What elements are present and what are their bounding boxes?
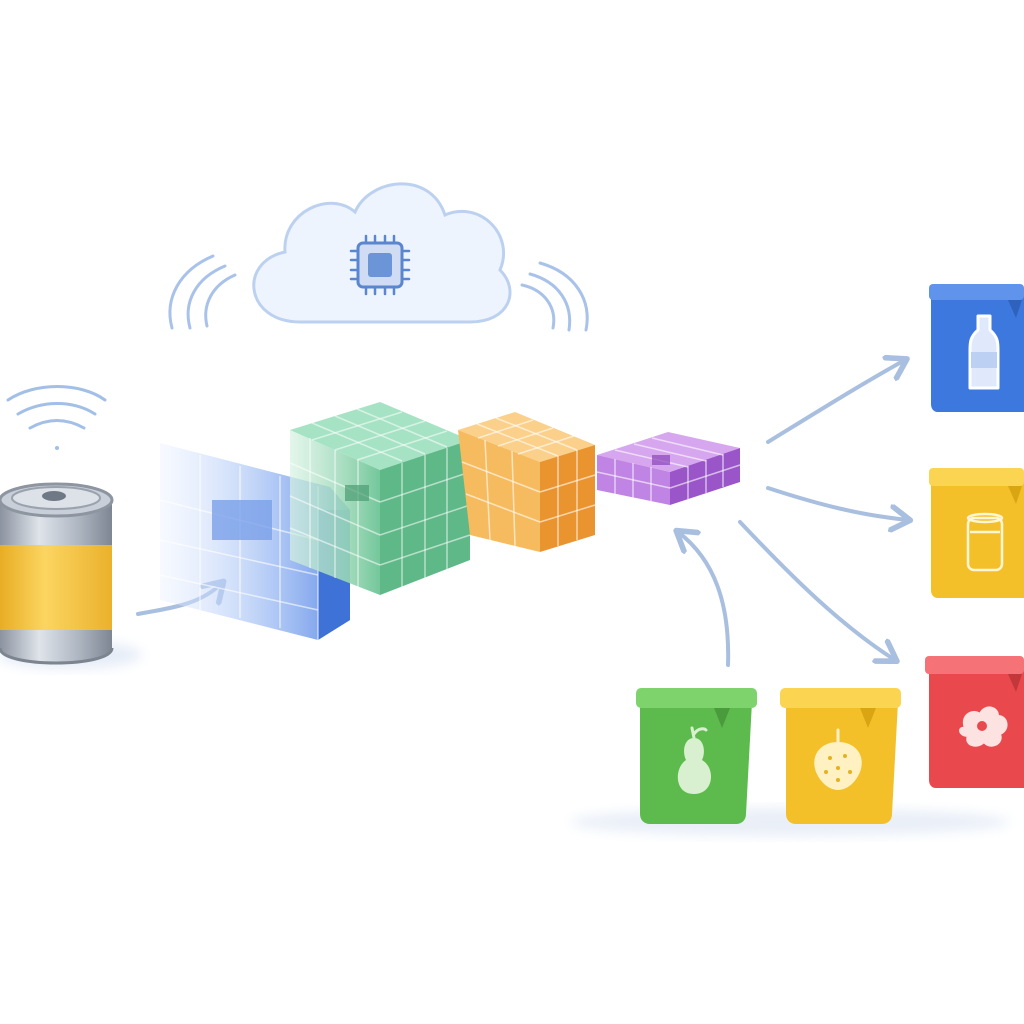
jar-icon: [966, 512, 1004, 572]
signal-waves-left-icon: [168, 254, 237, 330]
bin-yellow: [929, 468, 1024, 598]
orange-layer: [458, 412, 596, 552]
pear-icon: [677, 726, 712, 794]
food-scrap-icon: [959, 706, 1008, 747]
chip-icon: [349, 234, 411, 296]
arrow-to-red-bin: [738, 520, 895, 660]
bottle-icon: [968, 314, 1000, 390]
arrow-to-yellow-bin: [766, 486, 908, 520]
green-layer: [289, 402, 471, 595]
cloud: [252, 182, 512, 324]
beverage-can: [0, 482, 114, 665]
berry-icon: [814, 728, 862, 790]
bin-green: [636, 688, 757, 824]
purple-layer: [596, 432, 741, 505]
bin-blue: [929, 284, 1024, 412]
arrow-from-bins: [678, 532, 731, 667]
arrow-to-blue-bin: [766, 360, 905, 444]
signal-waves-right-icon: [520, 261, 589, 332]
wifi-icon: [6, 385, 107, 450]
bin-yellow-organic: [780, 688, 901, 824]
bin-red: [925, 656, 1024, 788]
